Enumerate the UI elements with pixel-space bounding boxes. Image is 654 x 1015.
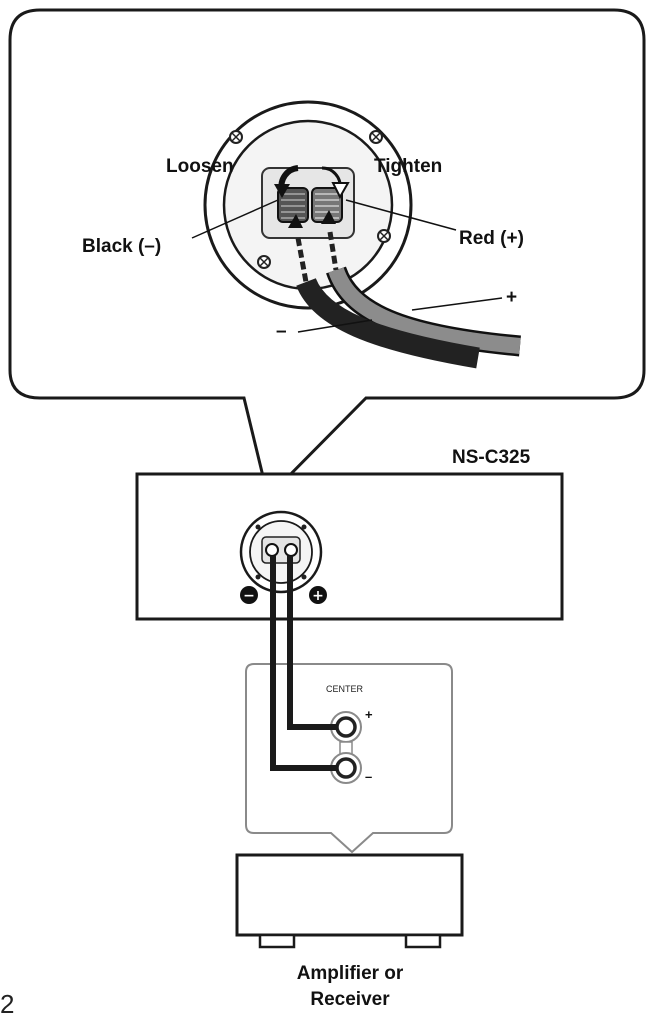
red-terminal-label: Red (+) (459, 228, 524, 249)
red-terminal-knob (311, 187, 343, 223)
leader-line (411, 297, 503, 311)
speaker-terminal-plate (239, 510, 323, 594)
plus-terminal-icon: + (309, 586, 327, 604)
black-terminal-label: Black (–) (82, 236, 161, 257)
minus-terminal-icon: − (240, 586, 258, 604)
speaker-model-label: NS-C325 (452, 447, 531, 468)
screw-icon (257, 255, 271, 269)
plus-wire-label: + (506, 287, 517, 308)
screw-icon (229, 130, 243, 144)
svg-text:+: + (312, 588, 324, 604)
amplifier-label-line1: Amplifier or (297, 963, 404, 984)
center-minus-label: – (365, 769, 372, 784)
tighten-label: Tighten (374, 156, 442, 177)
amplifier-foot (404, 933, 442, 949)
minus-wire-label: – (276, 321, 287, 342)
amplifier-label-line2: Receiver (310, 989, 390, 1010)
leader-line (345, 199, 457, 231)
leader-line (191, 199, 279, 239)
screw-icon (377, 229, 391, 243)
amplifier-box (235, 853, 464, 937)
terminal-plate-magnified (203, 100, 413, 310)
center-label: CENTER (326, 684, 364, 694)
center-plus-label: + (365, 707, 373, 722)
speaker-cable-magnified (288, 210, 521, 369)
leader-line (297, 319, 373, 333)
speaker-wires (270, 556, 338, 771)
loosen-label: Loosen (166, 156, 234, 177)
amplifier-foot (258, 933, 296, 949)
screw-icon (369, 130, 383, 144)
svg-text:−: − (243, 588, 255, 604)
speaker-box (135, 472, 564, 621)
tighten-arrow-icon (321, 166, 350, 200)
page-number: 2 (0, 989, 14, 1015)
loosen-arrow-icon (274, 165, 299, 198)
